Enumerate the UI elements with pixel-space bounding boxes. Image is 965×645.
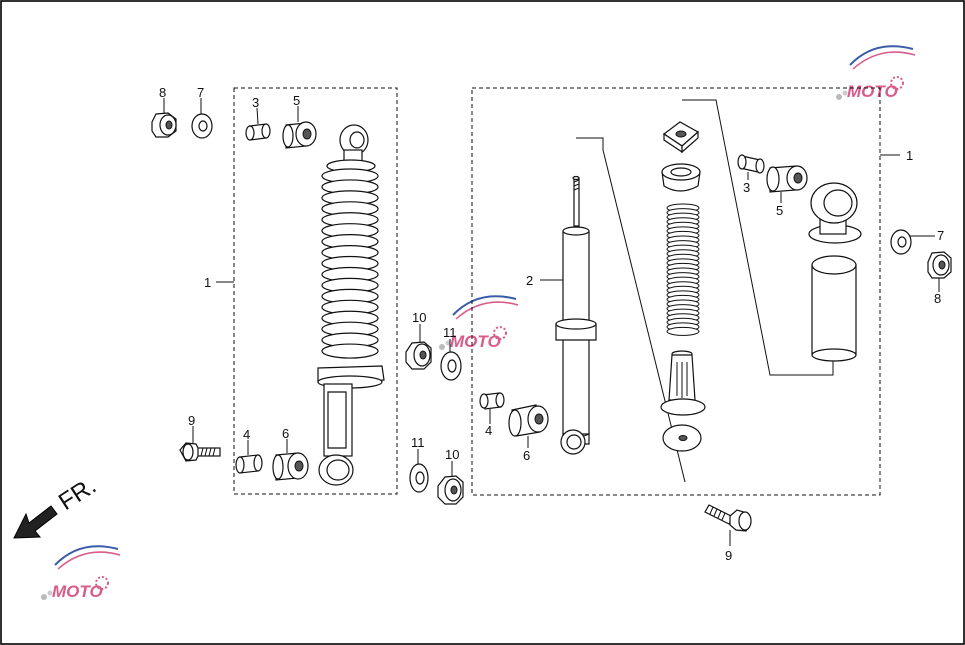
- nut-part-10-top: [405, 341, 432, 370]
- washer-part-11-top: [440, 351, 462, 381]
- front-direction-arrow: FR.: [13, 472, 101, 539]
- guide-line: [682, 99, 834, 376]
- sleeve-part-4-right: [479, 392, 505, 410]
- bolt-part-9-right: [704, 504, 752, 532]
- damper-rod-part-2: [555, 175, 597, 455]
- callout-11-bottom: 11: [411, 435, 425, 450]
- callout-3-right: 3: [743, 180, 750, 195]
- callout-8-right: 8: [934, 291, 941, 306]
- spring-coil: [666, 326, 700, 336]
- nut-part-8-left: [151, 112, 177, 138]
- upper-spring-seat: [661, 163, 701, 192]
- dust-cover-tube: [811, 255, 857, 362]
- callout-5-left: 5: [293, 93, 300, 108]
- coil-spring-left: [321, 168, 379, 359]
- callout-4-left: 4: [243, 427, 250, 442]
- callout-1-left: 1: [204, 275, 211, 290]
- bump-stop: [660, 350, 706, 416]
- shock-absorber-left: [317, 124, 385, 486]
- spring-coil: [321, 343, 379, 359]
- watermark-logo-top-right: MOTO: [836, 45, 916, 101]
- callout-10-bottom: 10: [445, 447, 459, 462]
- left-assembly-boundary: [233, 87, 398, 495]
- sleeve-part-4-left: [235, 454, 263, 474]
- nut-part-8-right: [927, 251, 952, 279]
- callout-11-top: 11: [443, 325, 457, 340]
- callout-7-right: 7: [937, 228, 944, 243]
- washer-part-7-left: [191, 113, 213, 139]
- bushing-part-5-right: [766, 165, 808, 193]
- bushing-part-6-right: [508, 404, 549, 437]
- watermark-text: MOTO: [847, 82, 898, 101]
- bushing-part-6-left: [272, 452, 309, 481]
- washer-part-7-right: [890, 229, 912, 255]
- upper-eye-mount: [808, 182, 862, 244]
- callout-8-left: 8: [159, 85, 166, 100]
- spring-washer-lower: [662, 424, 702, 452]
- sleeve-part-3-right: [737, 154, 765, 174]
- callout-6-right: 6: [523, 448, 530, 463]
- callout-3-left: 3: [252, 95, 259, 110]
- callout-6-left: 6: [282, 426, 289, 441]
- watermark-text: MOTO: [52, 582, 103, 601]
- callout-1-right: 1: [906, 148, 913, 163]
- right-assembly-boundary: [471, 87, 881, 496]
- front-direction-label: FR.: [54, 472, 101, 516]
- callout-4-right: 4: [485, 423, 492, 438]
- watermark-logo-center: MOTO: [439, 295, 519, 351]
- watermark-logo-bottom-left: MOTO: [41, 545, 121, 601]
- callout-10-top: 10: [412, 310, 426, 325]
- top-mount-nut: [662, 121, 700, 154]
- bolt-part-9-left: [179, 442, 221, 462]
- callout-7-left: 7: [197, 85, 204, 100]
- callout-5-right: 5: [776, 203, 783, 218]
- watermark-text: MOTO: [450, 332, 501, 351]
- nut-part-10-bottom: [437, 475, 464, 505]
- guide-line: [576, 137, 604, 150]
- callout-9-right: 9: [725, 548, 732, 563]
- coil-spring-right: [666, 203, 700, 336]
- callout-2-right: 2: [526, 273, 533, 288]
- callout-9-left: 9: [188, 413, 195, 428]
- washer-part-11-bottom: [409, 463, 429, 493]
- sleeve-part-3-left: [245, 123, 271, 141]
- bushing-part-5-left: [282, 121, 317, 149]
